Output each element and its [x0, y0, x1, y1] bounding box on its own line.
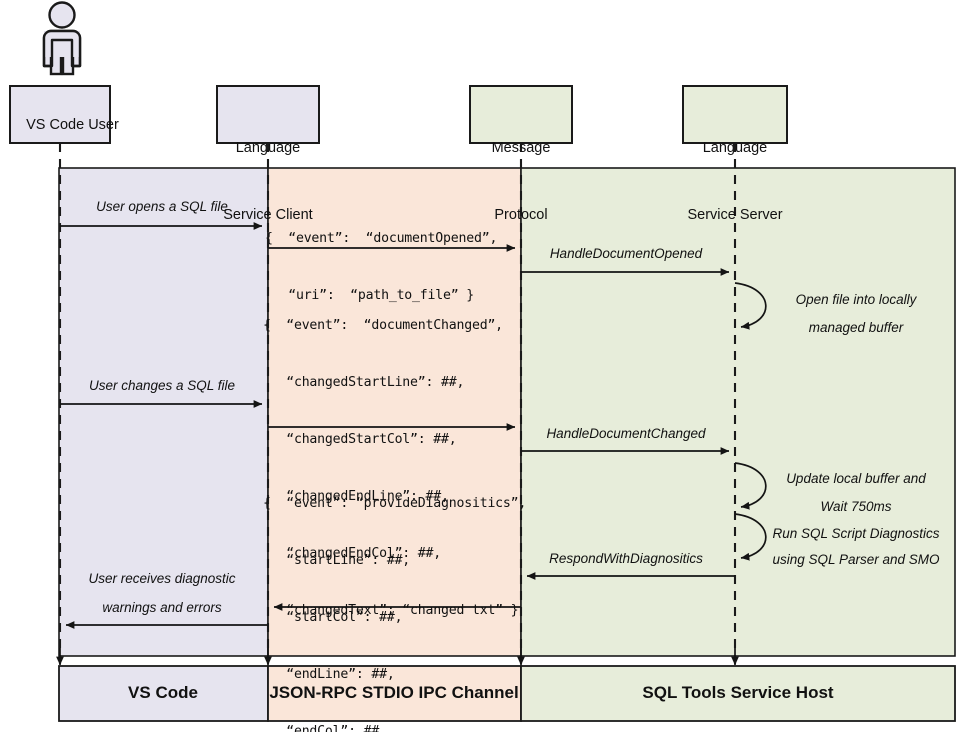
loop-update-local-buffer [734, 462, 767, 510]
lifeline-box-language-service-client [216, 85, 320, 144]
band-sql-tools-host [520, 167, 956, 657]
lifeline-box-vs-code-user [9, 85, 111, 144]
footer-terminator-arrows [56, 648, 739, 666]
lifeline-box-language-service-server [682, 85, 788, 144]
self-call-loops [734, 282, 767, 561]
lifeline-bands [58, 167, 956, 657]
person-icon [42, 1, 82, 76]
footer-box-vs-code [58, 665, 269, 722]
message-arrows [60, 222, 735, 629]
loop-run-sql-diagnostics [734, 513, 767, 561]
band-vs-code [58, 167, 269, 657]
footer-box-sql-tools [520, 665, 956, 722]
loop-open-file-into-buffer [734, 282, 767, 330]
footer-box-json-rpc [267, 665, 522, 722]
band-ipc-channel [267, 167, 522, 657]
lifeline-box-message-protocol [469, 85, 573, 144]
lifelines [58, 143, 737, 668]
footer-boxes [58, 665, 956, 722]
lifeline-header-boxes [9, 85, 788, 144]
